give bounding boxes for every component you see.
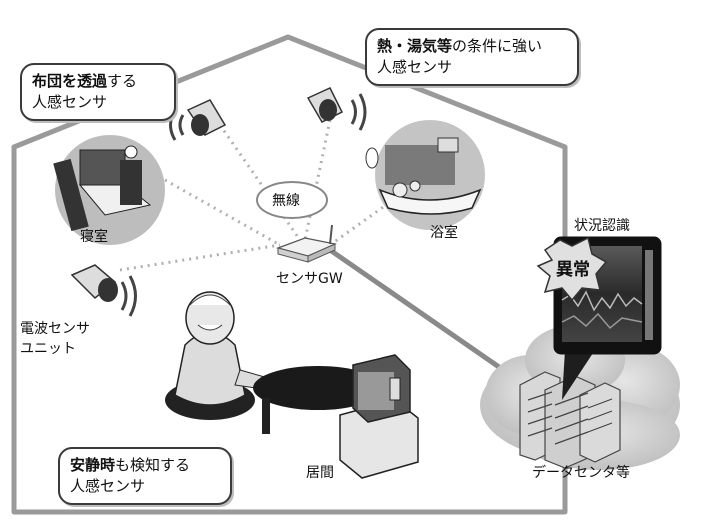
gw-to-datacenter-line — [328, 247, 527, 388]
person-icon — [165, 291, 276, 420]
label-living: 居間 — [306, 465, 334, 481]
bed-icon — [53, 135, 165, 245]
callout-futon-bold: 布団を透過 — [32, 72, 108, 90]
callout-bath-line2: 人感センサ — [377, 58, 453, 76]
callout-rest-rest: も検知する — [115, 456, 191, 474]
sensor-icon — [169, 99, 227, 141]
callout-bath-rest: の条件に強い — [452, 37, 543, 55]
router-icon — [276, 224, 337, 263]
tv-icon — [339, 354, 419, 479]
callout-rest-bold: 安静時 — [70, 456, 116, 474]
burst-icon — [536, 236, 608, 302]
label-anomaly: 異常 — [556, 260, 590, 280]
callout-bath-bold: 熱・湯気等 — [377, 37, 453, 55]
label-radio-sensor-line2: ユニット — [20, 341, 76, 357]
label-wireless: 無線 — [272, 193, 300, 209]
callout-bath-sensor: 熱・湯気等の条件に強い 人感センサ — [365, 28, 579, 86]
server-icon — [519, 371, 621, 469]
label-bedroom: 寝室 — [80, 229, 108, 245]
sensor-icon — [70, 264, 137, 317]
callout-rest-sensor: 安静時も検知する 人感センサ — [58, 447, 232, 505]
sensor-icon — [306, 87, 367, 131]
callout-rest-line2: 人感センサ — [70, 477, 146, 495]
label-radio-sensor-line1: 電波センサ — [20, 321, 90, 337]
label-gateway: センサGW — [276, 271, 343, 287]
callout-futon-line2: 人感センサ — [32, 93, 108, 111]
label-datacenter: データセンタ等 — [532, 465, 630, 481]
label-status-recognition: 状況認識 — [574, 218, 630, 234]
label-bathroom: 浴室 — [430, 225, 458, 241]
wireless-bubble — [256, 181, 328, 219]
bathtub-icon — [365, 120, 485, 230]
callout-futon-rest: する — [107, 72, 138, 90]
callout-futon-sensor: 布団を透過する 人感センサ — [20, 63, 176, 121]
